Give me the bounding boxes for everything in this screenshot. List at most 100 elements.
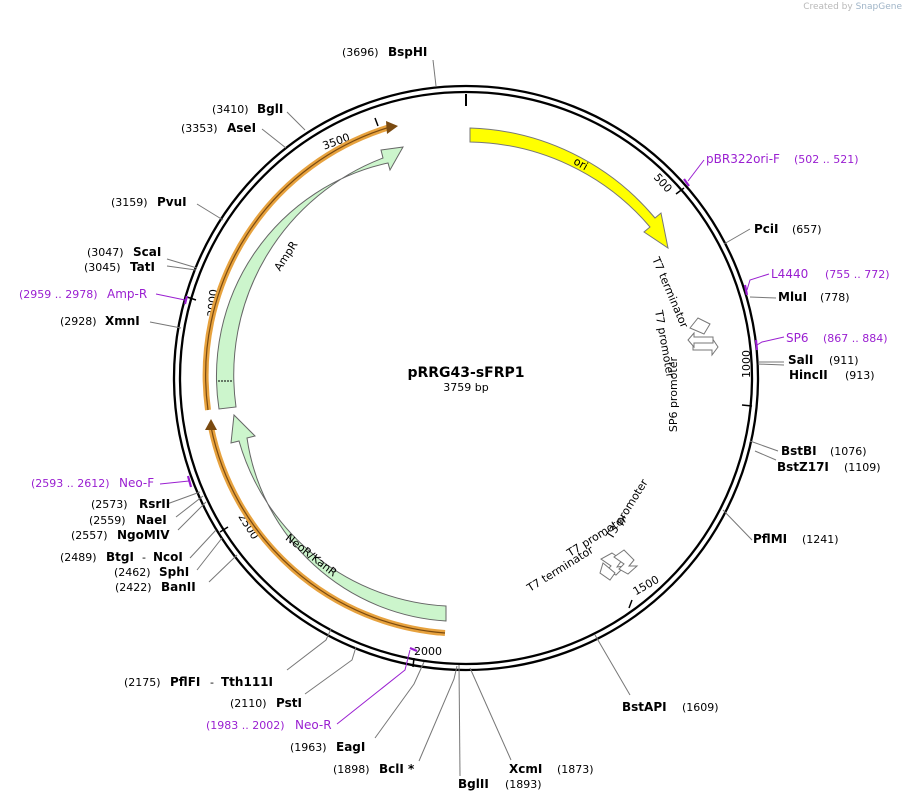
primer-sp6: SP6 [786,331,809,345]
primer-amp-r-range: (2959 .. 2978) [19,288,98,301]
enzyme-tth111i: Tth111I [221,675,273,689]
enzyme-ngomiv: NgoMIV [117,528,170,542]
tick-label-1000: 1000 [740,350,753,378]
primer-sp6-range: (867 .. 884) [823,332,888,345]
enzyme-bstbi-pos: (1076) [830,445,867,458]
primer-labels: pBR322ori-F (502 .. 521) L4440 (755 .. 7… [19,152,890,732]
neor-kanr-label: NeoR/KanR [283,531,340,579]
enzyme-asei: AseI [227,121,256,135]
enzyme-xmni: XmnI [105,314,140,328]
enzyme-bcli-pos: (1898) [333,763,370,776]
sp6-promoter-label: SP6 promoter [667,357,680,433]
enzyme-mlui: MluI [778,290,807,304]
primer-neo-r-range: (1983 .. 2002) [206,719,285,732]
enzyme-pvui: PvuI [157,195,187,209]
enzyme-bcli: BclI * [379,762,415,776]
lower-promoter-cluster[interactable] [599,549,639,581]
enzyme-pflfi: PflFI [170,675,200,689]
enzyme-naei: NaeI [136,513,167,527]
enzyme-bsphi: BspHI [388,45,427,59]
enzyme-labels: (3696) BspHI (3410) BglI (3353) AseI (31… [60,45,881,791]
enzyme-sphi: SphI [159,565,189,579]
enzyme-leader-lines [149,59,785,777]
enzyme-bstapi-pos: (1609) [682,701,719,714]
enzyme-btgi: BtgI [106,550,134,564]
enzyme-tati-pos: (3045) [84,261,121,274]
primer-pbr322ori-f: pBR322ori-F [706,152,780,166]
t7-terminator-lower-label: T7 terminator [524,543,596,595]
ori-label: ori [571,155,590,173]
enzyme-banii-pos: (2422) [115,581,152,594]
orf-lower-arrowhead [205,419,217,430]
enzyme-xcmi: XcmI [509,762,542,776]
enzyme-tati: TatI [130,260,155,274]
primer-neo-f: Neo-F [119,476,154,490]
enzyme-eagi: EagI [336,740,365,754]
t7-terminator-lower-shape [599,562,616,581]
enzyme-pflfi-pos: (2175) [124,676,161,689]
orf-upper-arrowhead [386,121,398,134]
enzyme-ncoi: NcoI [153,550,183,564]
sp6-promoter-arrow [687,331,714,349]
enzyme-psti-pos: (2110) [230,697,267,710]
enzyme-pflmi-pos: (1241) [802,533,839,546]
backbone-outer-circle [172,84,760,672]
enzyme-bstbi: BstBI [781,444,817,458]
t3-promoter-label: T3 promoter [603,476,651,542]
right-promoter-cluster[interactable] [687,317,719,357]
enzyme-ngomiv-pos: (2557) [71,529,108,542]
primer-pbr322ori-f-range: (502 .. 521) [794,153,859,166]
primer-l4440-range: (755 .. 772) [825,268,890,281]
enzyme-pflmi: PflMI [753,532,787,546]
enzyme-bglii: BglII [458,777,489,791]
enzyme-bgli-pos: (3410) [212,103,249,116]
enzyme-rsrii: RsrII [139,497,170,511]
primer-leader-lines [155,159,785,725]
ampr-label: AmpR [272,238,301,273]
primer-l4440: L4440 [771,267,808,281]
enzyme-naei-pos: (2559) [89,514,126,527]
enzyme-scai-pos: (3047) [87,246,124,259]
enzyme-bstz17i: BstZ17I [777,460,829,474]
enzyme-hincii-pos: (913) [845,369,875,382]
enzyme-pflfi-sep: - [210,676,214,689]
enzyme-bstapi: BstAPI [622,700,667,714]
enzyme-xmni-pos: (2928) [60,315,97,328]
enzyme-eagi-pos: (1963) [290,741,327,754]
enzyme-hincii: HincII [789,368,828,382]
enzyme-asei-pos: (3353) [181,122,218,135]
enzyme-banii: BanII [161,580,196,594]
tick-label-500: 500 [651,171,675,195]
enzyme-btgi-sep: - [142,551,146,564]
enzyme-sali: SalI [788,353,813,367]
ampr-feature[interactable] [216,146,404,410]
enzyme-bsphi-pos: (3696) [342,46,379,59]
primer-amp-r: Amp-R [107,287,147,301]
enzyme-xcmi-pos: (1873) [557,763,594,776]
enzyme-mlui-pos: (778) [820,291,850,304]
enzyme-sali-pos: (911) [829,354,859,367]
enzyme-rsrii-pos: (2573) [91,498,128,511]
enzyme-btgi-pos: (2489) [60,551,97,564]
ori-feature[interactable] [469,127,669,250]
enzyme-psti: PstI [276,696,302,710]
tick-label-2000: 2000 [414,645,442,658]
neor-kanr-feature[interactable] [230,413,447,622]
t7-terminator-right-shape [689,317,711,335]
tick-label-1500: 1500 [631,573,662,598]
enzyme-bglii-pos: (1893) [505,778,542,791]
primer-markers [183,178,759,653]
snapgene-credit: Created by SnapGene [803,2,902,12]
enzyme-bgli: BglI [257,102,283,116]
enzyme-sphi-pos: (2462) [114,566,151,579]
tick-marks [186,117,753,668]
primer-neo-r: Neo-R [295,718,332,732]
plasmid-name: pRRG43-sFRP1 [407,365,524,381]
plasmid-length: 3759 bp [443,381,488,394]
orf-arc-upper-core [205,126,391,411]
enzyme-scai: ScaI [133,245,161,259]
enzyme-pvui-pos: (3159) [111,196,148,209]
t3-promoter-arrow [613,549,639,575]
enzyme-pcii-pos: (657) [792,223,822,236]
